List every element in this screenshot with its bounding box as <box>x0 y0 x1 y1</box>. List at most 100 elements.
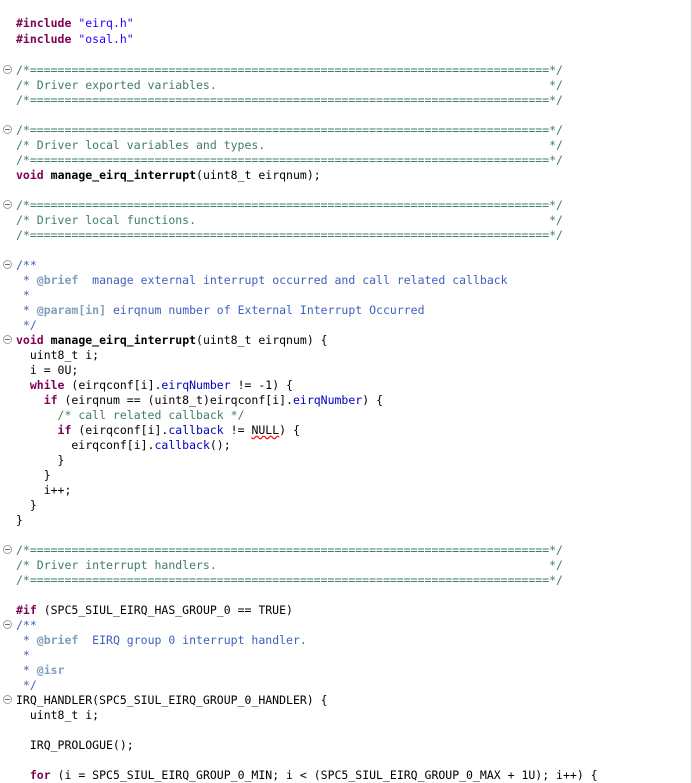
code-line[interactable]: /*======================================… <box>0 198 690 213</box>
code-token: callback <box>168 423 224 437</box>
code-line[interactable]: /*======================================… <box>0 573 690 588</box>
code-token <box>16 423 58 437</box>
code-token: manage_eirq_interrupt <box>50 168 197 182</box>
code-line[interactable]: while (eirqconf[i].eirqNumber != -1) { <box>0 378 690 393</box>
code-token: (i = SPC5_SIUL_EIRQ_GROUP_0_MIN; i < (SP… <box>50 768 598 782</box>
code-line[interactable]: /*======================================… <box>0 543 690 558</box>
code-line[interactable]: void manage_eirq_interrupt(uint8_t eirqn… <box>0 333 690 348</box>
fold-collapse-icon[interactable] <box>3 695 12 704</box>
code-line[interactable]: if (eirqconf[i].callback != NULL) { <box>0 423 690 438</box>
code-line[interactable]: /* Driver exported variables. */ <box>0 78 690 93</box>
code-line[interactable]: } <box>0 468 690 483</box>
code-line[interactable]: * <box>0 648 690 663</box>
fold-collapse-icon[interactable] <box>3 620 12 629</box>
code-line[interactable]: /** <box>0 618 690 633</box>
code-line[interactable]: for (i = SPC5_SIUL_EIRQ_GROUP_0_MIN; i <… <box>0 768 690 783</box>
code-line[interactable]: } <box>0 513 690 528</box>
code-token: callback <box>154 438 210 452</box>
code-token <box>44 168 51 182</box>
fold-collapse-icon[interactable] <box>3 545 12 554</box>
code-token: /* Driver exported variables. */ <box>16 78 563 92</box>
code-text: for (i = SPC5_SIUL_EIRQ_GROUP_0_MIN; i <… <box>16 768 598 783</box>
code-text: /* Driver interrupt handlers. */ <box>16 558 563 573</box>
code-token: * <box>16 273 37 287</box>
code-token: (SPC5_SIUL_EIRQ_HAS_GROUP_0 == TRUE) <box>36 603 293 617</box>
code-text: /* Driver exported variables. */ <box>16 78 563 93</box>
code-line[interactable]: void manage_eirq_interrupt(uint8_t eirqn… <box>0 168 690 183</box>
code-text: IRQ_PROLOGUE(); <box>16 738 134 753</box>
code-token: eirqnum number of External Interrupt Occ… <box>106 303 425 317</box>
code-token: /*======================================… <box>16 573 563 587</box>
code-line[interactable]: * @brief manage external interrupt occur… <box>0 273 690 288</box>
code-line[interactable]: uint8_t i; <box>0 708 690 723</box>
code-token: if <box>57 423 72 437</box>
code-token: IRQ_PROLOGUE(); <box>16 738 134 752</box>
code-token: /*======================================… <box>16 543 563 557</box>
code-token: @brief <box>36 633 79 647</box>
code-line[interactable]: * @brief EIRQ group 0 interrupt handler. <box>0 633 690 648</box>
code-line[interactable]: /** <box>0 258 690 273</box>
fold-collapse-icon[interactable] <box>3 125 12 134</box>
code-token: * <box>16 303 37 317</box>
code-text: */ <box>16 678 37 693</box>
code-text: #if (SPC5_SIUL_EIRQ_HAS_GROUP_0 == TRUE) <box>16 603 293 618</box>
code-text: eirqconf[i].callback(); <box>16 438 230 453</box>
code-token: */ <box>16 678 37 692</box>
code-line[interactable]: eirqconf[i].callback(); <box>0 438 690 453</box>
code-line[interactable]: } <box>0 498 690 513</box>
code-token: eirqconf[i]. <box>16 438 155 452</box>
fold-collapse-icon[interactable] <box>3 200 12 209</box>
code-line[interactable]: #include "eirq.h" <box>0 16 690 31</box>
code-line[interactable]: } <box>0 453 690 468</box>
code-token: /** <box>16 618 37 632</box>
code-line[interactable]: /*======================================… <box>0 63 690 78</box>
code-line[interactable]: /*======================================… <box>0 123 690 138</box>
code-token: /* Driver local functions. */ <box>16 213 563 227</box>
code-token: * <box>16 648 30 662</box>
fold-collapse-icon[interactable] <box>3 260 12 269</box>
code-line[interactable]: /* call related callback */ <box>0 408 690 423</box>
code-line[interactable]: /*======================================… <box>0 93 690 108</box>
fold-collapse-icon[interactable] <box>3 65 12 74</box>
code-line[interactable]: /*======================================… <box>0 153 690 168</box>
code-text: #include "osal.h" <box>16 32 134 47</box>
code-text: if (eirqnum == (uint8_t)eirqconf[i].eirq… <box>16 393 383 408</box>
code-line[interactable]: * @isr <box>0 663 690 678</box>
code-token: @brief <box>36 273 79 287</box>
code-text: /* call related callback */ <box>16 408 245 423</box>
code-line[interactable]: */ <box>0 678 690 693</box>
code-line[interactable]: i++; <box>0 483 690 498</box>
code-line[interactable]: /* Driver local functions. */ <box>0 213 690 228</box>
code-text: * <box>16 288 30 303</box>
code-token: EIRQ group 0 interrupt handler. <box>78 633 307 647</box>
code-token: eirqNumber <box>292 393 363 407</box>
code-text: /** <box>16 258 37 273</box>
code-token: void <box>16 168 44 182</box>
code-token: uint8_t i; <box>16 708 100 722</box>
code-line[interactable]: IRQ_PROLOGUE(); <box>0 738 690 753</box>
code-token: /* call related callback */ <box>57 408 245 422</box>
code-token: /*======================================… <box>16 93 563 107</box>
code-line[interactable]: if (eirqnum == (uint8_t)eirqconf[i].eirq… <box>0 393 690 408</box>
code-token: (uint8_t eirqnum); <box>196 168 321 182</box>
code-token <box>16 378 30 392</box>
code-line[interactable]: /*======================================… <box>0 228 690 243</box>
code-line[interactable]: * @param[in] eirqnum number of External … <box>0 303 690 318</box>
code-line[interactable]: i = 0U; <box>0 363 690 378</box>
code-line[interactable]: #if (SPC5_SIUL_EIRQ_HAS_GROUP_0 == TRUE) <box>0 603 690 618</box>
code-token: #if <box>16 603 37 617</box>
code-line[interactable]: #include "osal.h" <box>0 32 690 47</box>
code-token: eirqNumber <box>161 378 231 392</box>
code-token: /*======================================… <box>16 198 563 212</box>
code-line[interactable]: * <box>0 288 690 303</box>
fold-collapse-icon[interactable] <box>3 335 12 344</box>
code-line[interactable]: IRQ_HANDLER(SPC5_SIUL_EIRQ_GROUP_0_HANDL… <box>0 693 690 708</box>
code-token <box>16 393 44 407</box>
code-line[interactable]: */ <box>0 318 690 333</box>
code-line[interactable]: /* Driver interrupt handlers. */ <box>0 558 690 573</box>
code-text: } <box>16 468 51 483</box>
code-line[interactable]: uint8_t i; <box>0 348 690 363</box>
code-line[interactable]: /* Driver local variables and types. */ <box>0 138 690 153</box>
code-token: (eirqconf[i]. <box>64 378 162 392</box>
